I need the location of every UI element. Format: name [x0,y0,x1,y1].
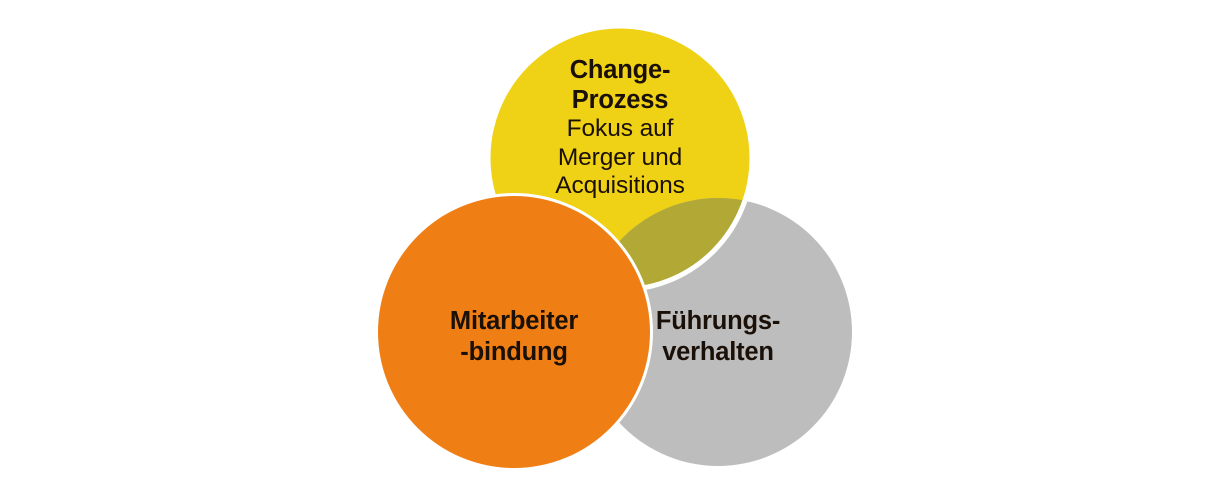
mitarbeiterbindung-circle-shape [378,196,650,468]
yellow-gray-overlap [584,198,752,290]
